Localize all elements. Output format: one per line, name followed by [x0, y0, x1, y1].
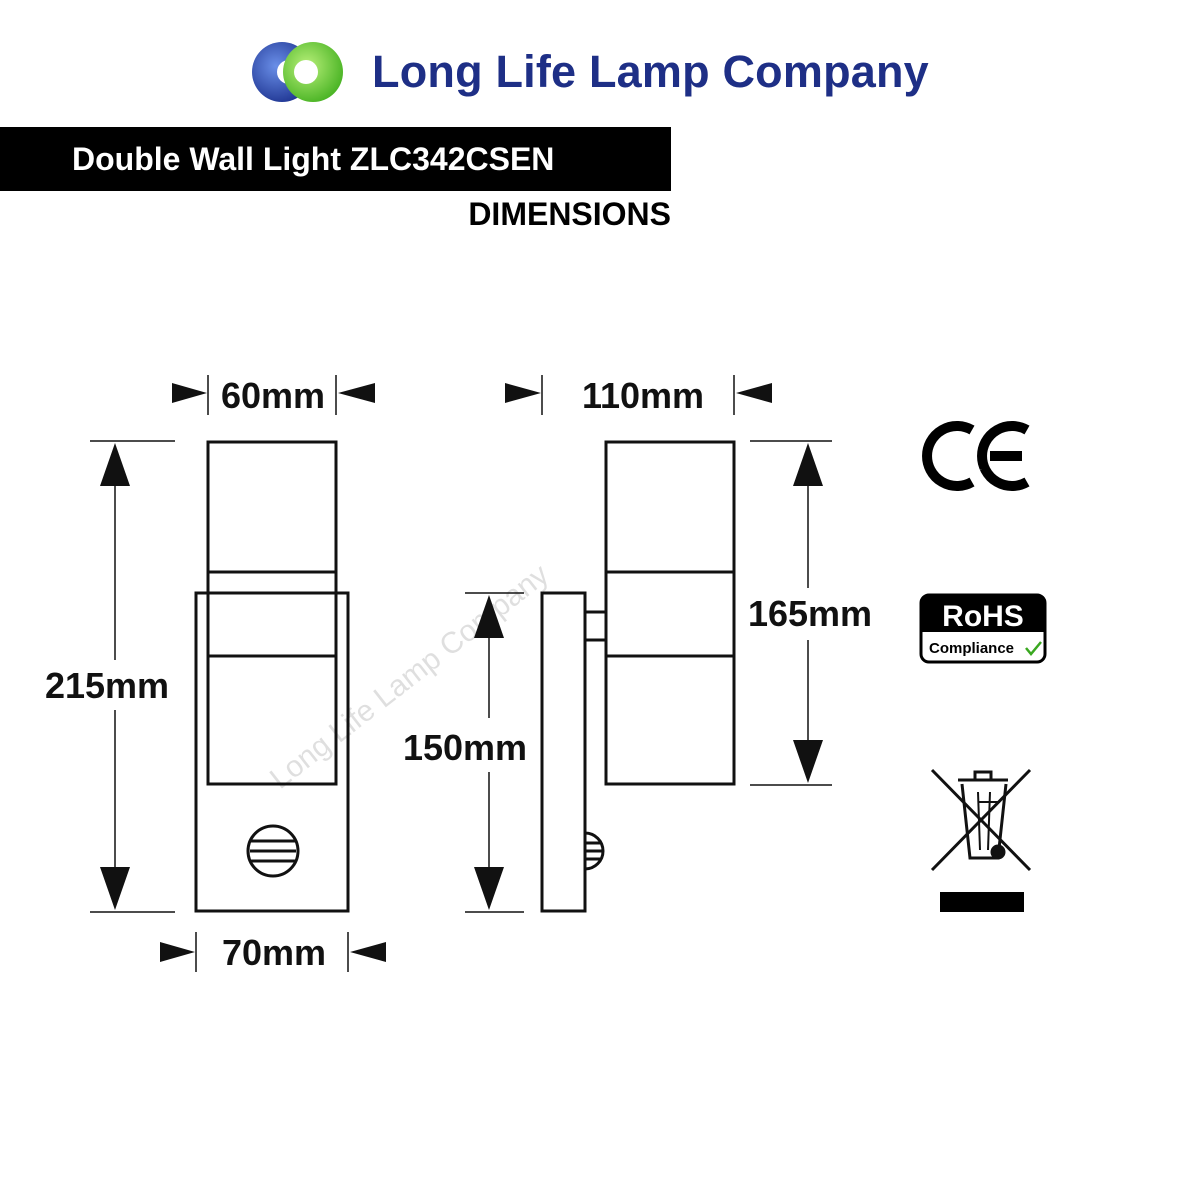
side-bracket — [583, 610, 608, 642]
weee-bar — [940, 892, 1024, 912]
rohs-badge: RoHS Compliance — [919, 593, 1047, 664]
brand-name: Long Life Lamp Company — [372, 46, 929, 97]
rohs-label: RoHS — [942, 600, 1024, 633]
ring-logo-icon — [252, 42, 343, 102]
section-subtitle: DIMENSIONS — [468, 196, 671, 232]
side-plate-height-label: 150mm — [403, 727, 527, 768]
title-bar: Double Wall Light ZLC342CSEN — [0, 127, 671, 191]
front-top-width-dimension — [172, 375, 375, 415]
side-lamp-body — [604, 440, 736, 786]
front-bottom-width-dimension — [160, 932, 386, 972]
product-title: Double Wall Light ZLC342CSEN — [72, 141, 555, 177]
side-light-height-dimension — [750, 440, 832, 786]
check-icon — [1025, 641, 1042, 656]
front-bottom-width-label: 70mm — [222, 932, 326, 973]
motion-sensor-icon — [246, 824, 300, 878]
rohs-sub-label: Compliance — [929, 640, 1014, 657]
side-light-height-label: 165mm — [748, 593, 872, 634]
front-view — [194, 440, 350, 913]
front-height-label: 215mm — [45, 665, 169, 706]
front-height-dimension — [90, 440, 175, 913]
front-lamp-body — [206, 440, 338, 786]
side-plate-height-dimension — [465, 592, 524, 913]
side-depth-label: 110mm — [582, 375, 704, 416]
ce-mark-icon — [922, 421, 1030, 491]
side-depth-dimension — [505, 375, 772, 415]
front-backplate — [194, 591, 350, 913]
front-top-width-label: 60mm — [221, 375, 325, 416]
crossed-bin-icon — [930, 768, 1032, 872]
side-backplate — [540, 591, 587, 913]
side-view — [540, 440, 736, 913]
ce-mark-text: CE — [980, 469, 982, 471]
